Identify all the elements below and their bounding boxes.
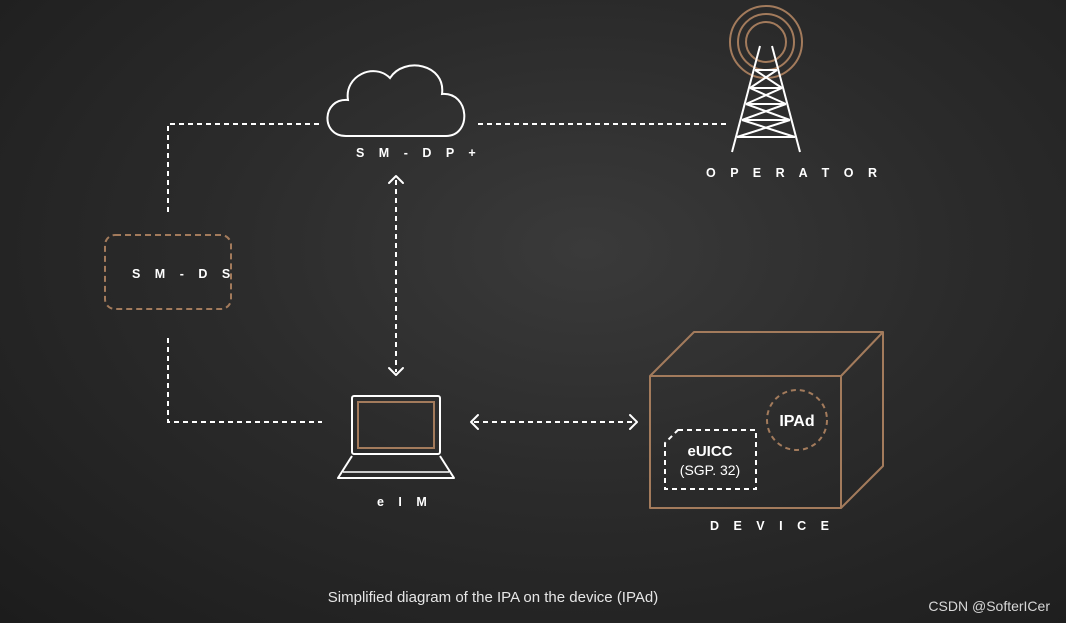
arrow-left-eim — [470, 414, 479, 430]
eim-label: e I M — [377, 495, 432, 509]
device-label: D E V I C E — [710, 519, 834, 533]
diagram-caption: Simplified diagram of the IPA on the dev… — [327, 589, 659, 606]
watermark: CSDN @SofterICer — [928, 598, 1050, 614]
device-box-icon — [649, 331, 884, 509]
euicc-label: eUICC — [687, 443, 732, 460]
ipad-label: IPAd — [779, 413, 814, 430]
smds-box — [104, 234, 232, 310]
cell-tower-icon — [729, 5, 803, 153]
connector-smds-to-eim — [167, 338, 322, 423]
arrow-down-eim — [388, 367, 404, 376]
euicc-chip — [664, 429, 757, 490]
connector-smds-to-smdp — [167, 123, 322, 212]
arrow-right-device — [629, 414, 638, 430]
smds-label: S M - D S — [132, 267, 236, 281]
laptop-icon — [337, 395, 455, 479]
euicc-sublabel: (SGP. 32) — [680, 462, 740, 478]
ipad-circle — [766, 389, 828, 451]
connectors — [167, 123, 726, 423]
arrow-up-smdp — [388, 175, 404, 184]
cloud-icon — [326, 64, 466, 137]
operator-label: O P E R A T O R — [706, 166, 883, 180]
arrow-heads — [388, 175, 638, 430]
smdp-label: S M - D P + — [356, 146, 481, 160]
